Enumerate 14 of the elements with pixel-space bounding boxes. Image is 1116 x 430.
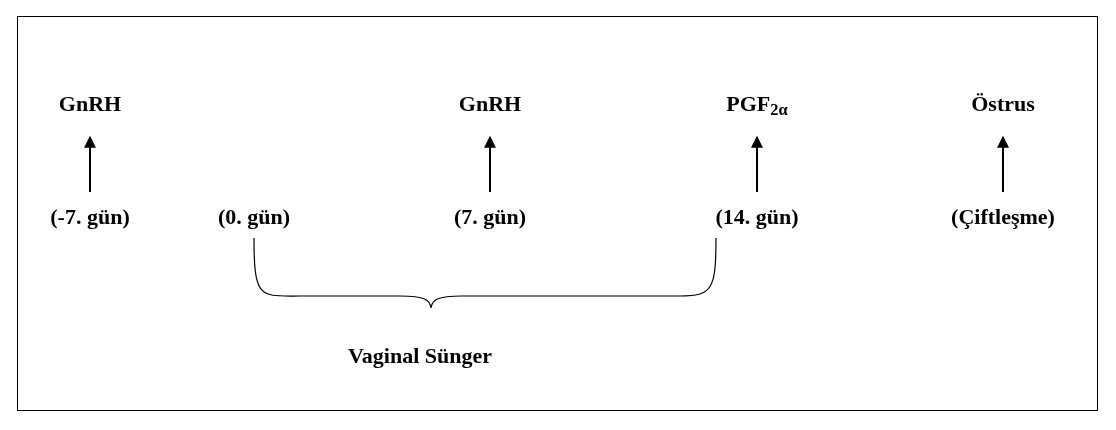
arrow xyxy=(84,135,96,193)
timeline-label: (7. gün) xyxy=(453,206,527,228)
brace-label: Vaginal Sünger xyxy=(347,341,493,370)
timeline-label: (14. gün) xyxy=(715,206,799,228)
timeline-label: (Çiftleşme) xyxy=(951,206,1055,228)
timeline-label: (-7. gün) xyxy=(50,206,130,228)
timeline-label: GnRH xyxy=(458,93,522,115)
arrow xyxy=(751,135,763,193)
timeline-label: (0. gün) xyxy=(217,206,291,228)
timeline-label: Östrus xyxy=(971,93,1035,115)
arrow xyxy=(997,135,1009,193)
arrow xyxy=(484,135,496,193)
timeline-label: PGF$_{2α}$ xyxy=(726,93,788,115)
timeline-label: GnRH xyxy=(58,93,122,115)
